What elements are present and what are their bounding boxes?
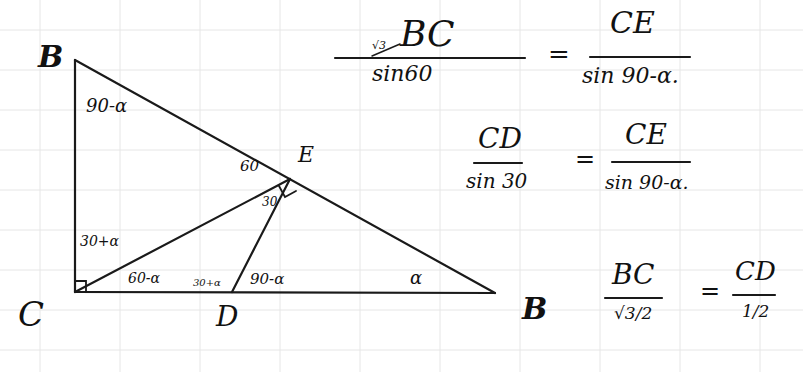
equation-term: BC <box>612 260 655 291</box>
vertex-label: D <box>216 302 238 333</box>
equation-term: 1/2 <box>742 302 769 321</box>
angle-label: 30+α <box>193 277 221 288</box>
vertex-label: C <box>18 296 44 333</box>
equation-term: CD <box>478 124 522 155</box>
equation-term: sin 90-α. <box>582 64 679 88</box>
equation-term: CD <box>735 257 776 286</box>
margin-mark: B <box>522 292 547 325</box>
equals-sign: = <box>575 146 595 172</box>
angle-label: 90-α <box>86 96 127 116</box>
angle-label: 90-α <box>250 271 284 288</box>
equals-sign: = <box>548 40 570 69</box>
equation-term: sin 90-α. <box>605 172 689 193</box>
vertex-label: B <box>38 40 63 73</box>
equation-term: sin 30 <box>466 170 527 192</box>
equation-term: CE <box>625 120 667 151</box>
angle-label: 60 <box>240 158 259 175</box>
angle-label: 30 <box>262 196 277 209</box>
vertex-label: E <box>298 143 314 167</box>
equation-term: sin60 <box>372 62 433 86</box>
angle-label: 30+α <box>80 234 119 249</box>
angle-label: α <box>410 268 422 288</box>
angle-label: 60-α <box>128 271 160 286</box>
equation-term: BC <box>400 14 455 54</box>
struck-term: √3 <box>372 40 386 52</box>
equation-term: CE <box>610 6 655 39</box>
equals-sign: = <box>700 278 720 304</box>
equation-term: √3/2 <box>614 304 652 323</box>
